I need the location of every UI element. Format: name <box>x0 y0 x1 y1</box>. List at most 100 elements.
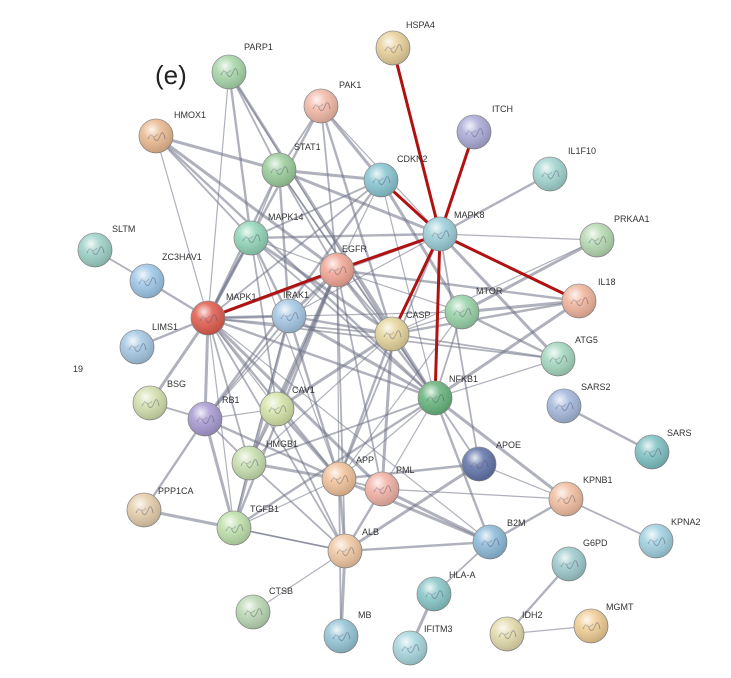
node-gloss <box>120 330 154 364</box>
node-idh2[interactable]: IDH2 <box>489 610 543 652</box>
node-itch[interactable]: ITCH <box>456 104 513 150</box>
edge-mapk14-nfkb1 <box>250 237 436 399</box>
node-rb1[interactable]: RB1 <box>187 395 240 437</box>
node-gloss <box>445 295 479 329</box>
node-pml[interactable]: PML <box>364 465 415 507</box>
node-parp1[interactable]: PARP1 <box>211 42 273 90</box>
node-gloss <box>133 386 167 420</box>
node-casp[interactable]: CASP <box>374 310 431 352</box>
edge-pak1-casp <box>319 104 394 336</box>
node-gloss <box>232 446 266 480</box>
node-b2m[interactable]: B2M <box>472 518 526 560</box>
edge-egfr-rb1 <box>204 269 338 420</box>
edge-nfkb1-kpnb1 <box>433 396 568 501</box>
node-label: MAPK1 <box>226 292 257 302</box>
edge-hmgb1-alb <box>248 462 346 552</box>
node-cdk2[interactable]: CDKN2 <box>363 154 428 198</box>
node-ifitm3[interactable]: IFITM3 <box>392 624 453 666</box>
node-label: ITCH <box>492 104 513 114</box>
node-label: NFKB1 <box>449 374 478 384</box>
node-label: CTSB <box>269 586 293 596</box>
highlighted-edge-mapk8-casp <box>390 232 442 336</box>
node-mtor[interactable]: MTOR <box>444 286 503 330</box>
node-mapk14[interactable]: MAPK14 <box>233 212 304 256</box>
edge-hmox1-mapk14 <box>155 135 252 239</box>
node-label: IL1F10 <box>568 146 596 156</box>
node-egfr[interactable]: EGFR <box>319 244 368 288</box>
node-alb[interactable]: ALB <box>327 527 379 569</box>
node-gloss <box>304 89 338 123</box>
node-apoe[interactable]: APOE <box>461 440 521 482</box>
node-sltm[interactable]: SLTM <box>77 224 135 268</box>
node-irak1[interactable]: IRAK1 <box>271 290 309 334</box>
edge-mapk8-mapk14 <box>249 232 442 240</box>
edge-mapk8-atg5 <box>438 232 560 361</box>
node-label: PARP1 <box>244 42 273 52</box>
edge-rb1-tgfb1 <box>203 417 236 530</box>
node-il1f10[interactable]: IL1F10 <box>532 146 596 192</box>
node-kpna2[interactable]: KPNA2 <box>638 517 701 559</box>
edge-irak1-nfkb1 <box>287 314 437 400</box>
node-ctsb[interactable]: CTSB <box>235 586 293 630</box>
node-gloss <box>365 472 399 506</box>
node-label: BSG <box>167 379 186 389</box>
node-tgfb1[interactable]: TGFB1 <box>216 504 279 546</box>
node-sars2[interactable]: SARS2 <box>546 382 611 424</box>
edge-parp1-casp <box>228 71 393 335</box>
node-mgmt[interactable]: MGMT <box>573 602 634 644</box>
node-sars[interactable]: SARS <box>634 428 692 470</box>
edge-rb1-app <box>203 417 341 481</box>
node-prkaa1[interactable]: PRKAA1 <box>579 214 650 258</box>
node-nfkb1[interactable]: NFKB1 <box>417 374 478 416</box>
edge-mapk1-alb <box>207 317 346 552</box>
node-label: SARS <box>667 428 692 438</box>
edge-mtor-app <box>338 311 463 480</box>
node-gloss <box>324 619 358 653</box>
edge-prkaa1-casp <box>391 239 598 335</box>
edge-casp-il18 <box>390 299 581 336</box>
node-gloss <box>234 221 268 255</box>
node-label: CASP <box>406 310 431 320</box>
node-stat1[interactable]: STAT1 <box>261 142 321 188</box>
edge-irak1-tgfb1 <box>232 314 291 530</box>
node-bsg[interactable]: BSG <box>132 379 186 421</box>
node-zc3hav1[interactable]: ZC3HAV1 <box>129 252 202 299</box>
edge-stat1-irak1 <box>277 168 291 318</box>
node-hla-a[interactable]: HLA-A <box>416 570 476 612</box>
node-mapk1[interactable]: MAPK1 <box>190 292 257 336</box>
node-pak1[interactable]: PAK1 <box>303 80 361 124</box>
node-hspa4[interactable]: HSPA4 <box>375 20 435 66</box>
node-app[interactable]: APP <box>321 455 374 497</box>
node-mb[interactable]: MB <box>323 610 372 654</box>
node-gloss <box>457 115 491 149</box>
node-label: HLA-A <box>449 570 476 580</box>
edge-cdk2-mtor <box>379 178 464 314</box>
node-g6pd[interactable]: G6PD <box>551 538 608 582</box>
node-mapk8[interactable]: MAPK8 <box>422 210 485 252</box>
node-ppp1ca[interactable]: PPP1CA <box>126 486 194 528</box>
node-hmox1[interactable]: HMOX1 <box>138 110 206 154</box>
edge-nfkb1-app <box>338 397 436 480</box>
node-gloss <box>375 317 409 351</box>
node-gloss <box>139 119 173 153</box>
node-hmgb1[interactable]: HMGB1 <box>231 439 298 481</box>
node-label: APP <box>356 455 374 465</box>
edge-parp1-stat1 <box>228 71 280 171</box>
node-lims1[interactable]: LIMS1 <box>119 322 178 365</box>
edge-mtor-il18 <box>460 299 581 314</box>
node-gloss <box>393 631 427 665</box>
node-il18[interactable]: IL18 <box>561 277 616 319</box>
node-cav1[interactable]: CAV1 <box>259 385 315 427</box>
node-atg5[interactable]: ATG5 <box>540 335 598 377</box>
edge-parp1-mapk14 <box>227 70 253 240</box>
highlighted-edge-mapk8-il18 <box>438 232 581 303</box>
edge-app-tgfb1 <box>233 478 340 529</box>
node-label: MAPK8 <box>454 210 485 220</box>
edge-cdk2-mapk1 <box>207 179 382 319</box>
edge-nfkb1-il18 <box>433 299 581 400</box>
edge-mapk1-nfkb1 <box>206 316 437 400</box>
highlighted-edge-mapk8-itch <box>438 130 476 236</box>
node-kpnb1[interactable]: KPNB1 <box>548 475 613 517</box>
